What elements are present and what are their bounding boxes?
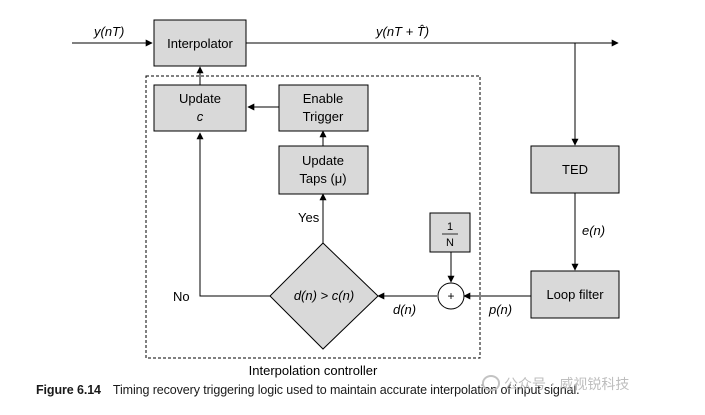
- update-taps-label-line1: Update: [302, 153, 344, 168]
- interpolation-controller-boundary: [145, 75, 481, 359]
- caption-text: Timing recovery triggering logic used to…: [112, 383, 580, 397]
- no-arrow: [196, 132, 270, 297]
- one-over-n-block: 1 N: [429, 212, 471, 253]
- update-c-block: Update c: [153, 84, 247, 132]
- error-signal-label: e(n): [582, 223, 605, 238]
- interpolator-label: Interpolator: [167, 36, 233, 51]
- loop-filter-label: Loop filter: [546, 287, 604, 302]
- loop-filter-block: Loop filter: [530, 270, 620, 319]
- figure-caption: Figure 6.14 Timing recovery triggering lo…: [36, 383, 676, 397]
- output-signal-label: y(nT + T̂): [375, 24, 429, 39]
- update-c-label-line2: c: [197, 109, 204, 124]
- adder-symbol: +: [447, 289, 454, 303]
- ted-block: TED: [530, 145, 620, 194]
- ted-label: TED: [562, 162, 588, 177]
- decision-label: d(n) > c(n): [294, 288, 354, 303]
- one-over-n-numerator: 1: [447, 221, 453, 233]
- figure-number: Figure 6.14: [36, 383, 101, 397]
- watermark: 公众号 · 威视锐科技: [482, 374, 629, 394]
- accumulator-label: d(n): [393, 302, 416, 317]
- controller-label: Interpolation controller: [249, 363, 378, 378]
- update-taps-block: Update Taps (μ): [278, 145, 369, 195]
- enable-trigger-block: Enable Trigger: [278, 84, 369, 132]
- adder: +: [437, 282, 465, 310]
- input-signal-label: y(nT): [93, 24, 124, 39]
- one-over-n-denominator: N: [446, 237, 454, 249]
- update-c-label-line1: Update: [179, 91, 221, 106]
- update-taps-label-line2: Taps (μ): [299, 171, 346, 186]
- enable-trigger-label-line1: Enable: [303, 91, 343, 106]
- watermark-text: 公众号 · 威视锐科技: [504, 377, 630, 393]
- enable-trigger-label-line2: Trigger: [303, 109, 344, 124]
- loop-output-label: p(n): [488, 302, 512, 317]
- interpolator-block: Interpolator: [153, 19, 247, 67]
- no-label: No: [173, 289, 190, 304]
- decision-diamond: d(n) > c(n): [269, 242, 379, 350]
- wechat-icon: [482, 375, 500, 391]
- yes-label: Yes: [298, 210, 320, 225]
